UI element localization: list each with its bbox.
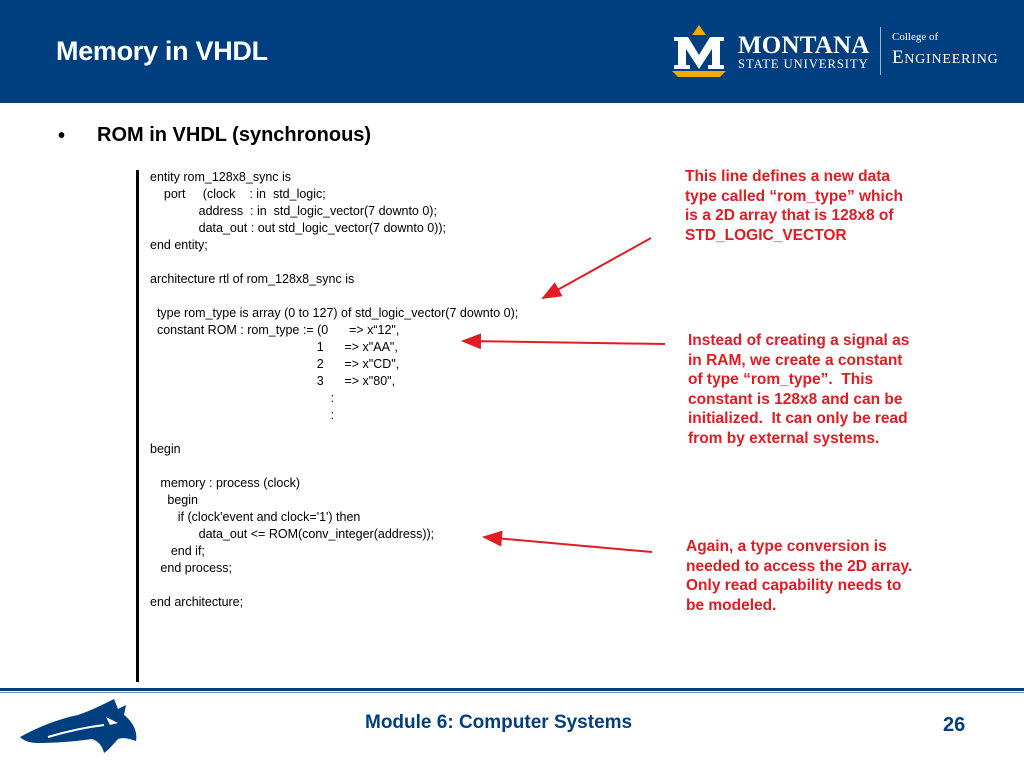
- footer-rule: [0, 688, 1024, 691]
- logo-divider: [880, 27, 881, 75]
- code-line: entity rom_128x8_sync is: [150, 170, 292, 184]
- footer-module-title: Module 6: Computer Systems: [365, 712, 633, 733]
- code-line: memory : process (clock): [150, 476, 301, 490]
- logo-college-rest: NGINEERING: [904, 52, 999, 67]
- arrow-to-constant-line: [461, 333, 666, 350]
- code-line: :: [150, 408, 335, 422]
- code-line: address : in std_logic_vector(7 downto 0…: [150, 204, 437, 218]
- code-line: end entity;: [150, 238, 208, 252]
- code-line: if (clock'event and clock='1') then: [150, 510, 361, 524]
- code-line: begin: [150, 493, 198, 507]
- logo-college-of: College of: [892, 31, 939, 43]
- slide-subtitle: ROM in VHDL (synchronous): [97, 124, 372, 146]
- logo-university-subtitle: STATE UNIVERSITY: [738, 57, 869, 71]
- annotation-constant-rom: Instead of creating a signal as in RAM, …: [688, 332, 910, 447]
- code-line: end process;: [150, 561, 232, 575]
- bullet-marker: •: [58, 125, 66, 147]
- arrow-to-type-line: [541, 237, 652, 299]
- code-line: data_out : out std_logic_vector(7 downto…: [150, 221, 446, 235]
- code-line: data_out <= ROM(conv_integer(address));: [150, 527, 435, 541]
- code-line: begin: [150, 442, 181, 456]
- slide-title: Memory in VHDL: [56, 36, 268, 66]
- logo-university-name: MONTANA: [738, 32, 870, 59]
- logo-college-name: ENGINEERING: [892, 47, 999, 68]
- montana-state-m-logo-icon: [672, 25, 726, 77]
- code-line: 3 => x"80",: [150, 374, 396, 388]
- code-line: 1 => x"AA",: [150, 340, 398, 354]
- bobcat-logo-icon: [20, 699, 137, 753]
- code-line: type rom_type is array (0 to 127) of std…: [150, 306, 519, 320]
- header-bar: Memory in VHDL MONTANA STATE UNIVERSITY …: [0, 0, 1024, 103]
- code-line: end if;: [150, 544, 205, 558]
- code-line: architecture rtl of rom_128x8_sync is: [150, 272, 355, 286]
- code-line: 2 => x"CD",: [150, 357, 400, 371]
- annotation-type-conversion: Again, a type conversion is needed to ac…: [686, 538, 913, 614]
- code-line: :: [150, 391, 335, 405]
- code-line: port (clock : in std_logic;: [150, 187, 326, 201]
- arrow-to-conversion-line: [482, 530, 653, 553]
- msu-engineering-logo: MONTANA STATE UNIVERSITY College of ENGI…: [668, 25, 1024, 79]
- annotation-rom-type: This line defines a new data type called…: [685, 168, 903, 244]
- footer-rule-thin: [0, 692, 1024, 693]
- code-line: constant ROM : rom_type := (0 => x“12",: [150, 323, 400, 337]
- code-line: end architecture;: [150, 595, 244, 609]
- page-number: 26: [943, 714, 966, 736]
- code-left-bar: [136, 170, 139, 682]
- vhdl-code-block: entity rom_128x8_sync is port (clock : i…: [150, 169, 518, 611]
